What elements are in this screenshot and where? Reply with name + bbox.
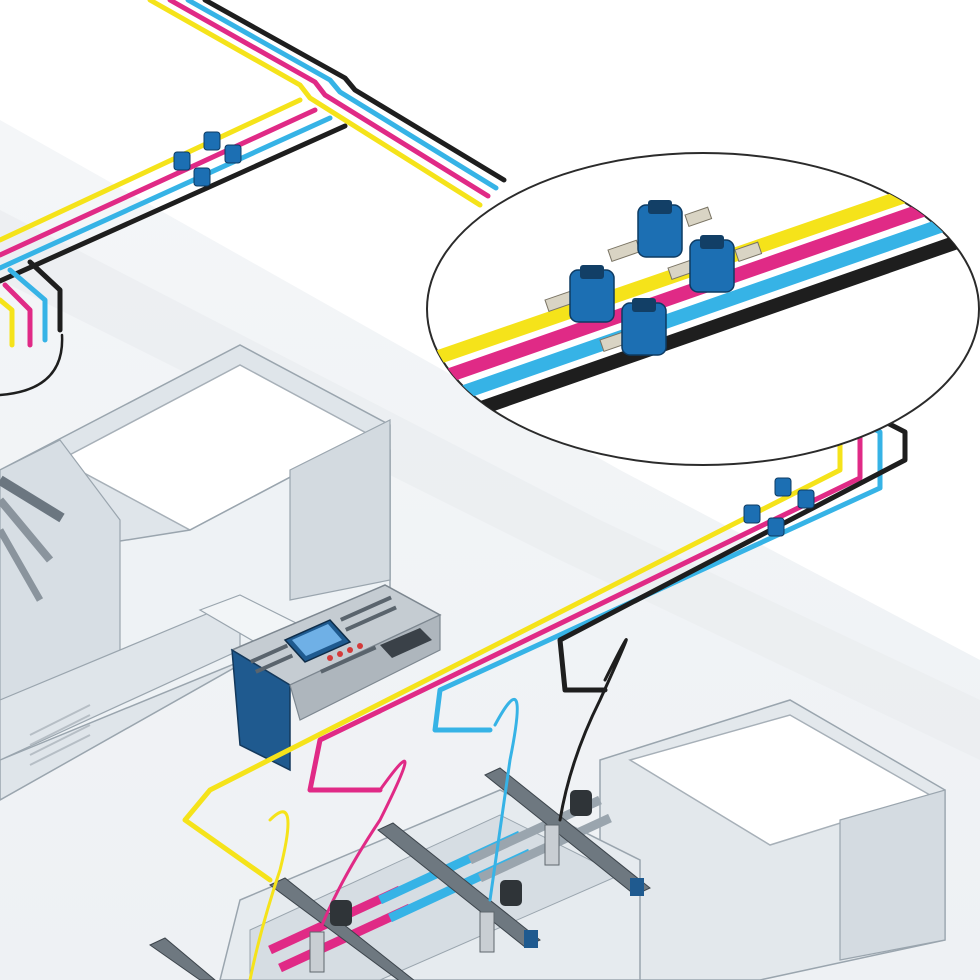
- zoom-cyan-pipe: [427, 205, 979, 411]
- printing-unit-left: [0, 344, 391, 801]
- zoom-callout: [426, 152, 980, 466]
- console-buttons: [249, 595, 397, 674]
- black-pipe-right: [557, 401, 908, 693]
- ink-pumps: [309, 790, 592, 973]
- magenta-pipe-top: [167, 0, 491, 199]
- control-console: [230, 584, 442, 772]
- zoom-valves: [569, 204, 735, 356]
- valve-cluster-right: [743, 477, 815, 537]
- console-red-indicators: [327, 643, 363, 661]
- zoom-valve-tops: [580, 200, 724, 312]
- printing-unit-right: [599, 699, 946, 980]
- rail-end-caps: [524, 878, 644, 948]
- vent-grille: [29, 704, 91, 766]
- yellow-pipe-top: [147, 0, 483, 208]
- valve-cluster-top: [173, 131, 242, 187]
- black-pipe-top: [202, 0, 507, 183]
- ink-rails: [149, 767, 651, 980]
- cyan-pipe-top: [185, 0, 499, 191]
- zoom-black-pipe: [427, 227, 979, 433]
- unit-rollers: [0, 475, 65, 602]
